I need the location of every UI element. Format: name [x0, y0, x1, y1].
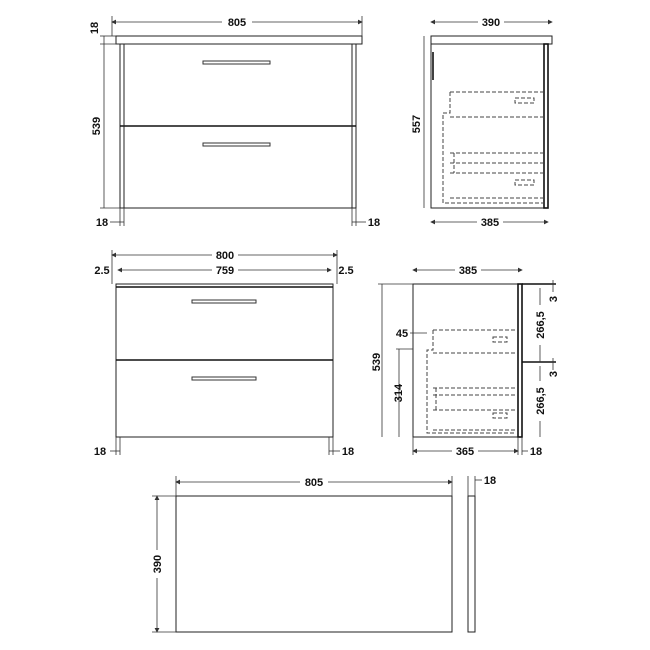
dim-height: 557: [411, 115, 423, 133]
drawer-handle: [191, 299, 257, 304]
dim-depth-top: 390: [482, 17, 500, 29]
side-view: 390 557 385: [411, 14, 553, 229]
dim-width: 805: [305, 477, 323, 489]
dim-height: 539: [371, 353, 383, 371]
dim-leg-left: 18: [96, 217, 108, 229]
dim-inner-depth: 365: [456, 446, 474, 458]
worktop-view: 805 390 18: [150, 474, 496, 633]
dim-gap-mid: 3: [548, 371, 560, 377]
dim-width: 805: [228, 17, 246, 29]
dim-top: 18: [89, 22, 101, 34]
drawer-handle: [191, 376, 257, 381]
dim-drawer-upper: 266,5: [535, 311, 547, 339]
side-section-view: 385 539 314 45 3 266,5 3 266,5 365 18: [371, 262, 560, 458]
dim-thickness: 18: [484, 475, 496, 487]
dim-depth-body: 385: [481, 217, 499, 229]
drawer-handle: [202, 142, 271, 147]
dim-gap-left: 2.5: [94, 265, 109, 277]
dim-height: 539: [91, 117, 103, 135]
dim-leg-right: 18: [368, 217, 380, 229]
dim-depth: 390: [152, 555, 164, 573]
dim-drawer-lower: 266,5: [535, 387, 547, 415]
dim-gap-top: 3: [548, 296, 560, 302]
dim-offset: 45: [396, 328, 408, 340]
dim-width-outer: 800: [216, 250, 234, 262]
front-view-no-top: 800 759 2.5 2.5 18 18: [94, 247, 354, 458]
front-view: 805 18 539 18 18: [89, 14, 380, 229]
dim-width-inner: 759: [216, 265, 234, 277]
dim-gap-right: 2.5: [338, 265, 353, 277]
dim-leg-left: 18: [94, 446, 106, 458]
drawer-handle: [202, 60, 271, 65]
dim-leg-right: 18: [342, 446, 354, 458]
dim-lower-height: 314: [393, 383, 405, 402]
dim-door: 18: [530, 446, 542, 458]
dim-depth: 385: [459, 265, 477, 277]
